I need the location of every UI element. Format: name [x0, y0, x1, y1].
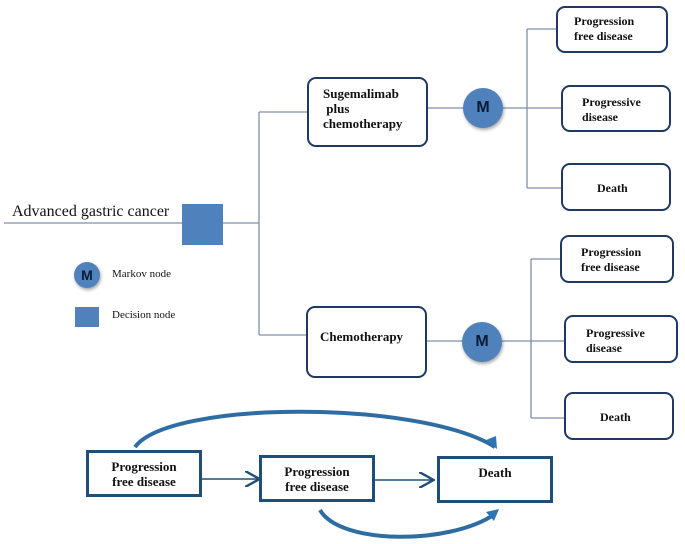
- arm1-state-death: Death: [561, 163, 671, 211]
- state-text: Progression: [284, 464, 350, 479]
- arm1-line1: Sugemalimab: [323, 86, 399, 101]
- transition-state-death: Death: [437, 456, 553, 503]
- arm1-state-progressive: Progressive disease: [561, 85, 671, 132]
- state-text: Progression: [111, 459, 177, 474]
- legend-decision-label: Decision node: [112, 309, 176, 321]
- arm2-state-pfs: Progression free disease: [560, 235, 674, 283]
- legend-markov-icon: M: [74, 262, 100, 288]
- state-text: disease: [586, 341, 622, 355]
- curved-arrow-bottom: [318, 508, 497, 539]
- state-text: free disease: [581, 260, 640, 274]
- arm1-line3: chemotherapy: [323, 116, 403, 131]
- state-text: Progressive: [586, 326, 645, 340]
- markov-node-1: M: [463, 88, 503, 128]
- state-text: Progression: [581, 245, 642, 259]
- legend-markov-label: Markov node: [112, 268, 171, 280]
- curved-arrow-top-head: [486, 436, 497, 449]
- curved-arrow-top: [133, 409, 497, 449]
- transition-state-pfs-1: Progression free disease: [86, 450, 202, 497]
- transition-state-pfs-2: Progression free disease: [259, 455, 375, 502]
- root-label: Advanced gastric cancer: [12, 203, 170, 220]
- state-text: free disease: [285, 479, 349, 494]
- state-text: Death: [600, 410, 631, 424]
- arm1-state-pfs: Progression free disease: [556, 6, 668, 53]
- state-text: Progression: [574, 14, 635, 28]
- curved-arrow-bottom-head: [486, 509, 499, 521]
- state-text: Death: [478, 465, 512, 480]
- state-text: free disease: [574, 29, 633, 43]
- state-text: Progressive: [582, 95, 641, 109]
- legend-decision-icon: [75, 307, 99, 327]
- arm-sugemalimab-box: Sugemalimab plus chemotherapy: [307, 77, 428, 147]
- state-text: Death: [597, 181, 628, 195]
- markov-node-2: M: [462, 322, 502, 362]
- arm1-line2: plus: [323, 101, 350, 116]
- arm2-state-death: Death: [564, 392, 674, 440]
- arm2-line1: Chemotherapy: [320, 329, 404, 344]
- arm-chemotherapy-box: Chemotherapy: [306, 306, 427, 378]
- arm2-state-progressive: Progressive disease: [564, 315, 678, 363]
- decision-node: [182, 204, 223, 245]
- state-text: disease: [582, 110, 618, 124]
- state-text: free disease: [112, 474, 176, 489]
